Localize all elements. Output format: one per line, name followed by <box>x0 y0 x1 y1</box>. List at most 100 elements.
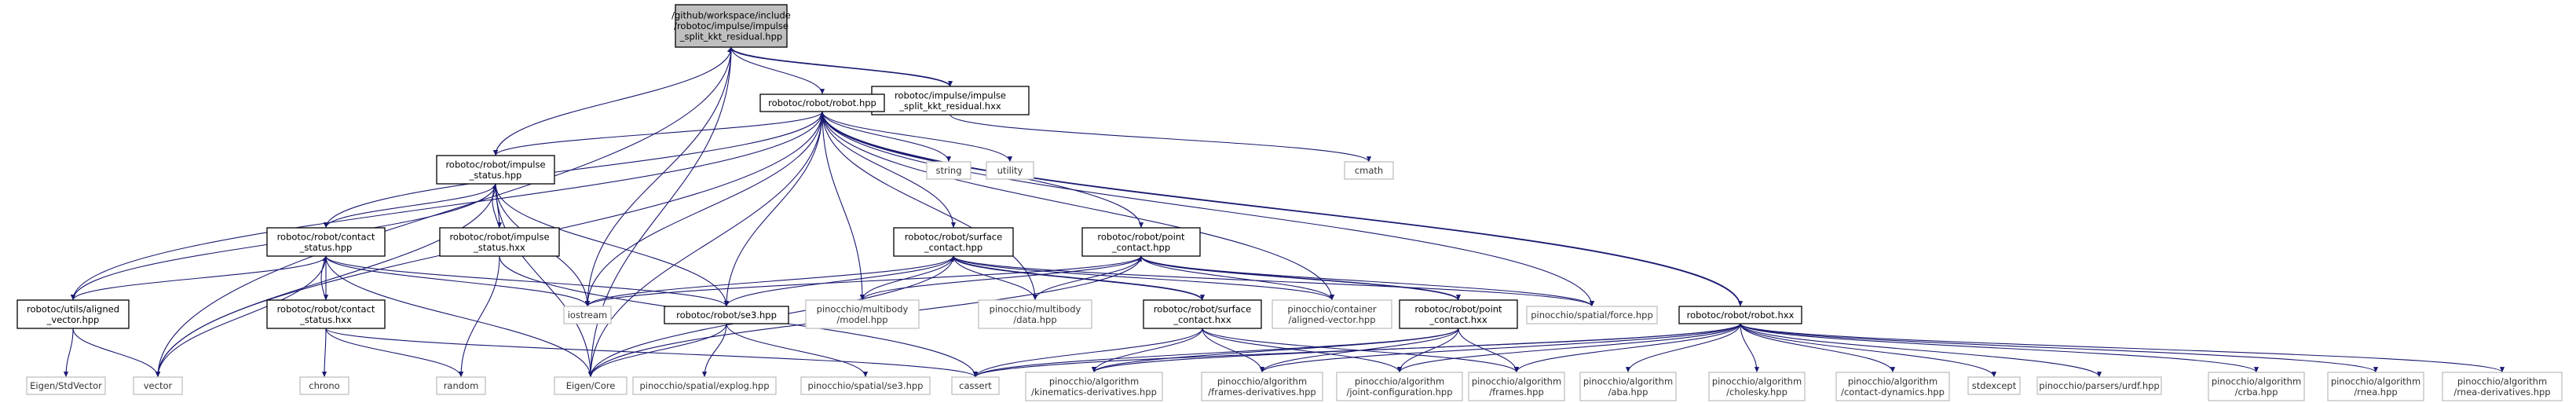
node-impulse-status-hxx[interactable]: robotoc/robot/impulse_status.hxx <box>439 227 560 257</box>
node-label: pinocchio/algorithm <box>1355 376 1444 387</box>
node-label: chrono <box>309 380 339 391</box>
edge-point-contact-hxx-to-alg-kinematics-derivatives <box>1092 328 1459 373</box>
node-label: /rnea.hpp <box>2354 387 2397 398</box>
node-alg-kinematics-derivatives: pinocchio/algorithm/kinematics-derivativ… <box>1025 372 1163 401</box>
edge-point-contact-hxx-to-alg-joint-configuration <box>1396 328 1459 373</box>
node-box <box>2036 376 2162 395</box>
node-alg-rnea-derivatives: pinocchio/algorithm/rnea-derivatives.hpp <box>2442 372 2563 401</box>
node-iostream: iostream <box>563 306 612 324</box>
node-label: /rnea-derivatives.hpp <box>2453 387 2550 398</box>
edge-surface-contact-hxx-to-surface-contact-hpp <box>950 255 1203 301</box>
node-alg-frames-derivatives: pinocchio/algorithm/frames-derivatives.h… <box>1201 372 1323 401</box>
edge-impulse-status-hpp-to-eigen-core <box>495 183 594 378</box>
node-label: _status.hpp <box>469 170 522 181</box>
edge-surface-contact-hxx-to-alg-frames-derivatives <box>1202 328 1265 373</box>
node-label: string <box>935 165 961 176</box>
edge-robot-hxx-to-alg-aba <box>1625 323 1741 373</box>
node-label: /github/workspace/include <box>671 10 791 21</box>
node-surface-contact-hxx[interactable]: robotoc/robot/surface_contact.hxx <box>1143 299 1262 329</box>
node-alg-aba: pinocchio/algorithm/aba.hpp <box>1579 372 1677 401</box>
edge-impulse-status-hxx-to-impulse-status-hpp <box>491 183 500 229</box>
edge-contact-status-hpp-to-se3-hpp <box>325 255 729 307</box>
node-label: robotoc/impulse/impulse <box>895 90 1006 101</box>
edge-surface-contact-hpp-to-multibody-data <box>953 255 1038 301</box>
node-label: /data.hpp <box>1013 314 1056 325</box>
node-label: robotoc/robot/se3.hpp <box>676 310 777 321</box>
node-contact-status-hxx[interactable]: robotoc/robot/contact_status.hxx <box>266 299 386 329</box>
node-root[interactable]: /github/workspace/include/robotoc/impuls… <box>671 4 791 48</box>
edge-robot-hxx-to-stdexcept <box>1740 323 1997 378</box>
node-label: iostream <box>568 310 608 321</box>
edge-surface-contact-hxx-to-alg-kinematics-derivatives <box>1091 328 1203 373</box>
node-label: pinocchio/algorithm <box>2331 376 2420 387</box>
node-contact-status-hpp[interactable]: robotoc/robot/contact_status.hpp <box>266 227 386 257</box>
node-label: cassert <box>959 380 992 391</box>
node-label: random <box>444 380 479 391</box>
edge-impulse-split-kkt-residual-hxx-to-root <box>726 46 951 87</box>
node-alg-cholesky: pinocchio/algorithm/cholesky.hpp <box>1708 372 1806 401</box>
node-label: /cholesky.hpp <box>1726 387 1787 398</box>
node-label: /frames.hpp <box>1489 387 1544 398</box>
node-box <box>1468 372 1565 401</box>
edge-robot-hpp-to-multibody-model <box>821 111 865 301</box>
node-cassert: cassert <box>951 376 1000 395</box>
edge-surface-contact-hpp-to-multibody-model <box>859 255 954 301</box>
node-alg-rnea: pinocchio/algorithm/rnea.hpp <box>2327 372 2424 401</box>
edge-contact-status-hpp-to-iostream <box>325 255 590 307</box>
edge-robot-hpp-to-spatial-force <box>821 111 1595 307</box>
edge-robot-hxx-to-alg-frames <box>1513 323 1741 373</box>
node-string: string <box>926 161 971 180</box>
edge-robot-hxx-to-alg-rnea <box>1740 323 2378 373</box>
edge-robot-hpp-to-contact-status-hpp <box>323 111 823 229</box>
edge-root-to-impulse-status-hpp <box>492 46 732 156</box>
edge-contact-status-hpp-to-eigen-core <box>325 255 594 378</box>
node-chrono: chrono <box>299 376 349 395</box>
edge-robot-hxx-to-parsers-urdf <box>1740 323 2102 378</box>
node-label: robotoc/robot/robot.hpp <box>768 97 876 108</box>
edge-root-to-vector <box>155 46 732 378</box>
node-box <box>266 227 386 257</box>
node-box <box>986 161 1034 180</box>
node-impulse-status-hpp[interactable]: robotoc/robot/impulse_status.hpp <box>436 155 555 185</box>
node-box <box>1678 306 1802 324</box>
node-box <box>978 299 1092 329</box>
node-container-aligned-vector: pinocchio/container/aligned-vector.hpp <box>1272 299 1392 329</box>
node-impulse-split-kkt-residual-hxx[interactable]: robotoc/impulse/impulse_split_kkt_residu… <box>871 86 1030 115</box>
edge-robot-hpp-to-iostream <box>584 111 823 307</box>
node-robot-hxx[interactable]: robotoc/robot/robot.hxx <box>1678 306 1802 324</box>
edge-se3-hpp-to-spatial-explog <box>701 323 727 378</box>
node-box <box>632 376 777 395</box>
node-label: Eigen/Core <box>566 380 616 391</box>
node-se3-hpp[interactable]: robotoc/robot/se3.hpp <box>664 306 789 324</box>
node-box <box>2208 372 2305 401</box>
node-label: pinocchio/spatial/force.hpp <box>1531 310 1653 321</box>
node-label: utility <box>997 165 1023 176</box>
edge-surface-contact-hxx-to-alg-joint-configuration <box>1202 328 1403 373</box>
node-aligned-vector-hpp[interactable]: robotoc/utils/aligned_vector.hpp <box>16 299 130 329</box>
node-surface-contact-hpp[interactable]: robotoc/robot/surface_contact.hpp <box>893 227 1014 257</box>
node-alg-frames: pinocchio/algorithm/frames.hpp <box>1468 372 1565 401</box>
node-box <box>554 376 628 395</box>
node-label: /contact-dynamics.hpp <box>1841 387 1945 398</box>
node-label: pinocchio/algorithm <box>2457 376 2547 387</box>
node-label: robotoc/robot/point <box>1414 303 1502 314</box>
node-box <box>759 93 885 112</box>
edge-surface-contact-hxx-to-cassert <box>972 328 1203 378</box>
node-point-contact-hxx[interactable]: robotoc/robot/point_contact.hxx <box>1399 299 1518 329</box>
node-box <box>926 161 971 180</box>
node-label: /joint-configuration.hpp <box>1346 387 1452 398</box>
node-point-contact-hpp[interactable]: robotoc/robot/point_contact.hpp <box>1081 227 1201 257</box>
node-robot-hpp[interactable]: robotoc/robot/robot.hpp <box>759 93 885 112</box>
node-spatial-explog: pinocchio/spatial/explog.hpp <box>632 376 777 395</box>
edge-contact-status-hxx-to-chrono <box>321 328 327 378</box>
edge-surface-contact-hpp-to-container-aligned-vector <box>953 255 1334 301</box>
node-box <box>16 299 130 329</box>
node-box <box>1143 299 1262 329</box>
node-alg-contact-dynamics: pinocchio/algorithm/contact-dynamics.hpp <box>1835 372 1950 401</box>
edge-robot-hpp-to-string <box>821 111 952 163</box>
edge-aligned-vector-hpp-to-vector <box>72 328 161 378</box>
node-random: random <box>436 376 486 395</box>
edge-robot-hxx-to-alg-kinematics-derivatives <box>1092 323 1741 373</box>
node-label: _contact.hpp <box>1111 242 1170 253</box>
edge-robot-hpp-to-utility <box>821 111 1013 163</box>
